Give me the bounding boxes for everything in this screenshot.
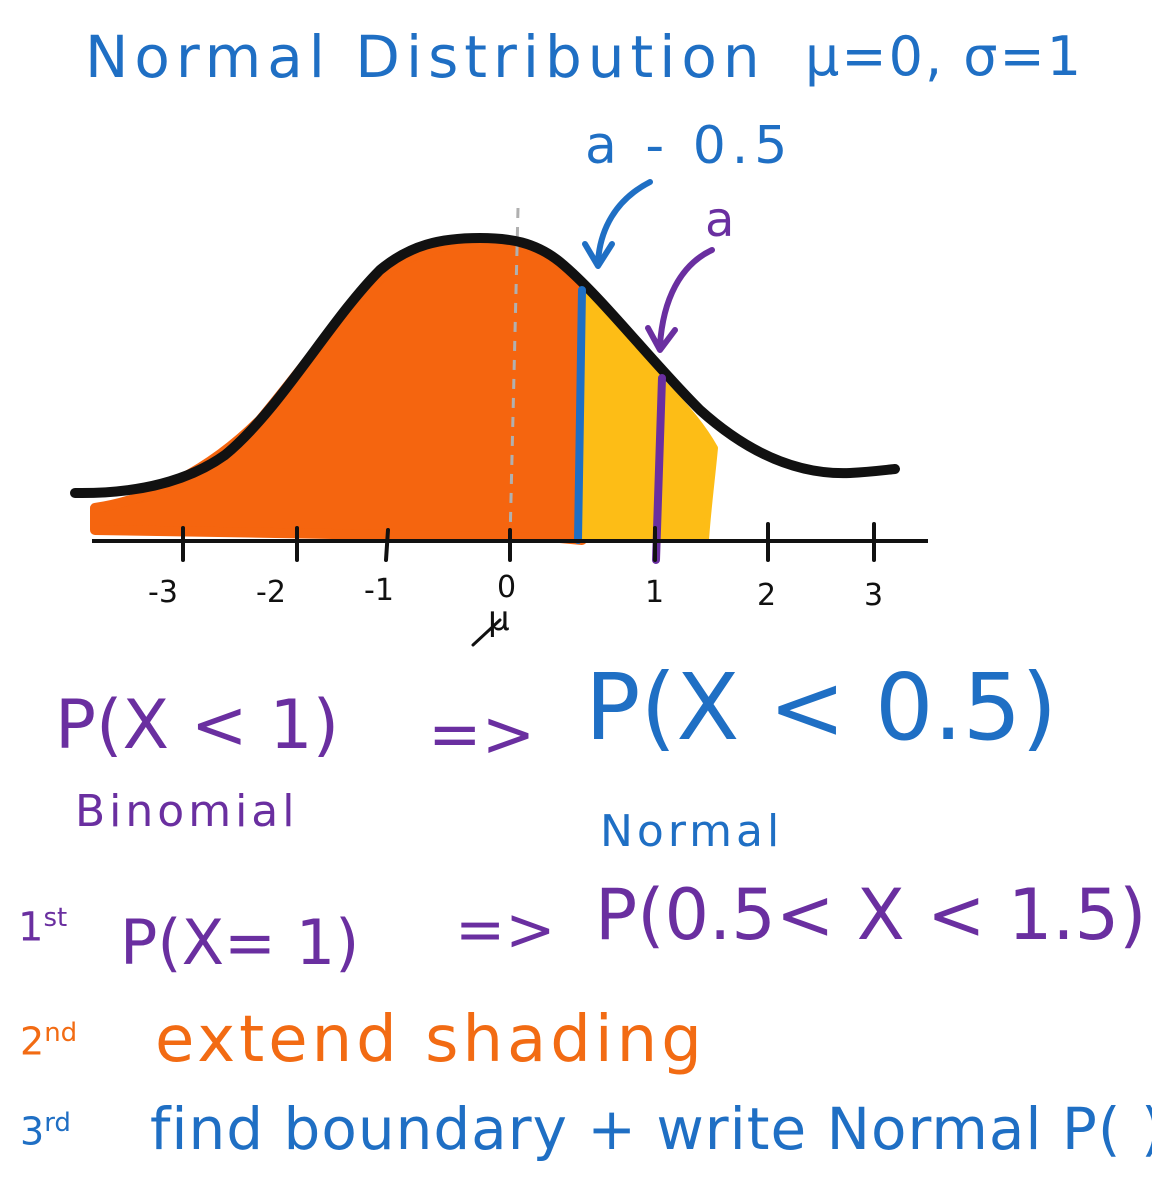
binomial-probability: P(X < 1): [55, 686, 340, 765]
step-2-suffix: nd: [44, 1018, 78, 1048]
diagram-title: Normal Distribution: [85, 23, 766, 91]
arrow-a-minus-half: [595, 179, 653, 265]
label-a: a: [705, 192, 735, 248]
binomial-caption: Binomial: [75, 786, 299, 837]
step-3-suffix: rd: [44, 1108, 71, 1138]
tick-label: 3: [864, 578, 884, 613]
arrow-a-head: [645, 325, 678, 353]
extended-shading-area: [579, 287, 718, 543]
distribution-params: μ=0, σ=1: [805, 25, 1084, 88]
tick-label: -2: [256, 575, 286, 610]
step-1-binomial: P(X= 1): [120, 906, 360, 979]
step-2-text: extend shading: [155, 1003, 706, 1077]
step-1-marker: 1st: [18, 905, 67, 947]
step-3-marker: 3rd: [20, 1110, 71, 1151]
step-2-number: 2: [20, 1019, 45, 1064]
normal-probability: P(X < 0.5): [585, 654, 1058, 761]
tick-label: -3: [148, 575, 178, 610]
mean-label: μ: [488, 599, 510, 639]
step-1-arrow: =>: [455, 895, 556, 965]
arrow-a: [657, 247, 715, 348]
normal-curve-illustration: [70, 179, 928, 647]
boundary-a-minus-half-line: [574, 286, 586, 544]
step-3-text: find boundary + write Normal P( ): [150, 1095, 1152, 1163]
tick-label: 0: [497, 570, 517, 605]
bell-curve-line: [70, 232, 900, 499]
step-1-number: 1: [18, 904, 44, 951]
tick-label: 2: [757, 578, 777, 613]
step-1-suffix: st: [43, 903, 68, 933]
tick-label: -1: [364, 573, 394, 608]
axis-ticks: [181, 522, 876, 562]
step-1-normal: P(0.5< X < 1.5): [595, 874, 1147, 956]
tick-label: 1: [645, 575, 665, 610]
step-2-marker: 2nd: [20, 1020, 77, 1061]
mu-pointer: [471, 618, 502, 647]
main-shaded-area: [90, 236, 587, 545]
step-3-number: 3: [20, 1109, 45, 1154]
label-a-minus-half: a - 0.5: [585, 116, 794, 176]
arrow-a-minus-half-head: [582, 241, 615, 269]
normal-caption: Normal: [600, 806, 784, 857]
tick-mark: [384, 528, 390, 562]
implies-arrow: =>: [428, 698, 536, 772]
